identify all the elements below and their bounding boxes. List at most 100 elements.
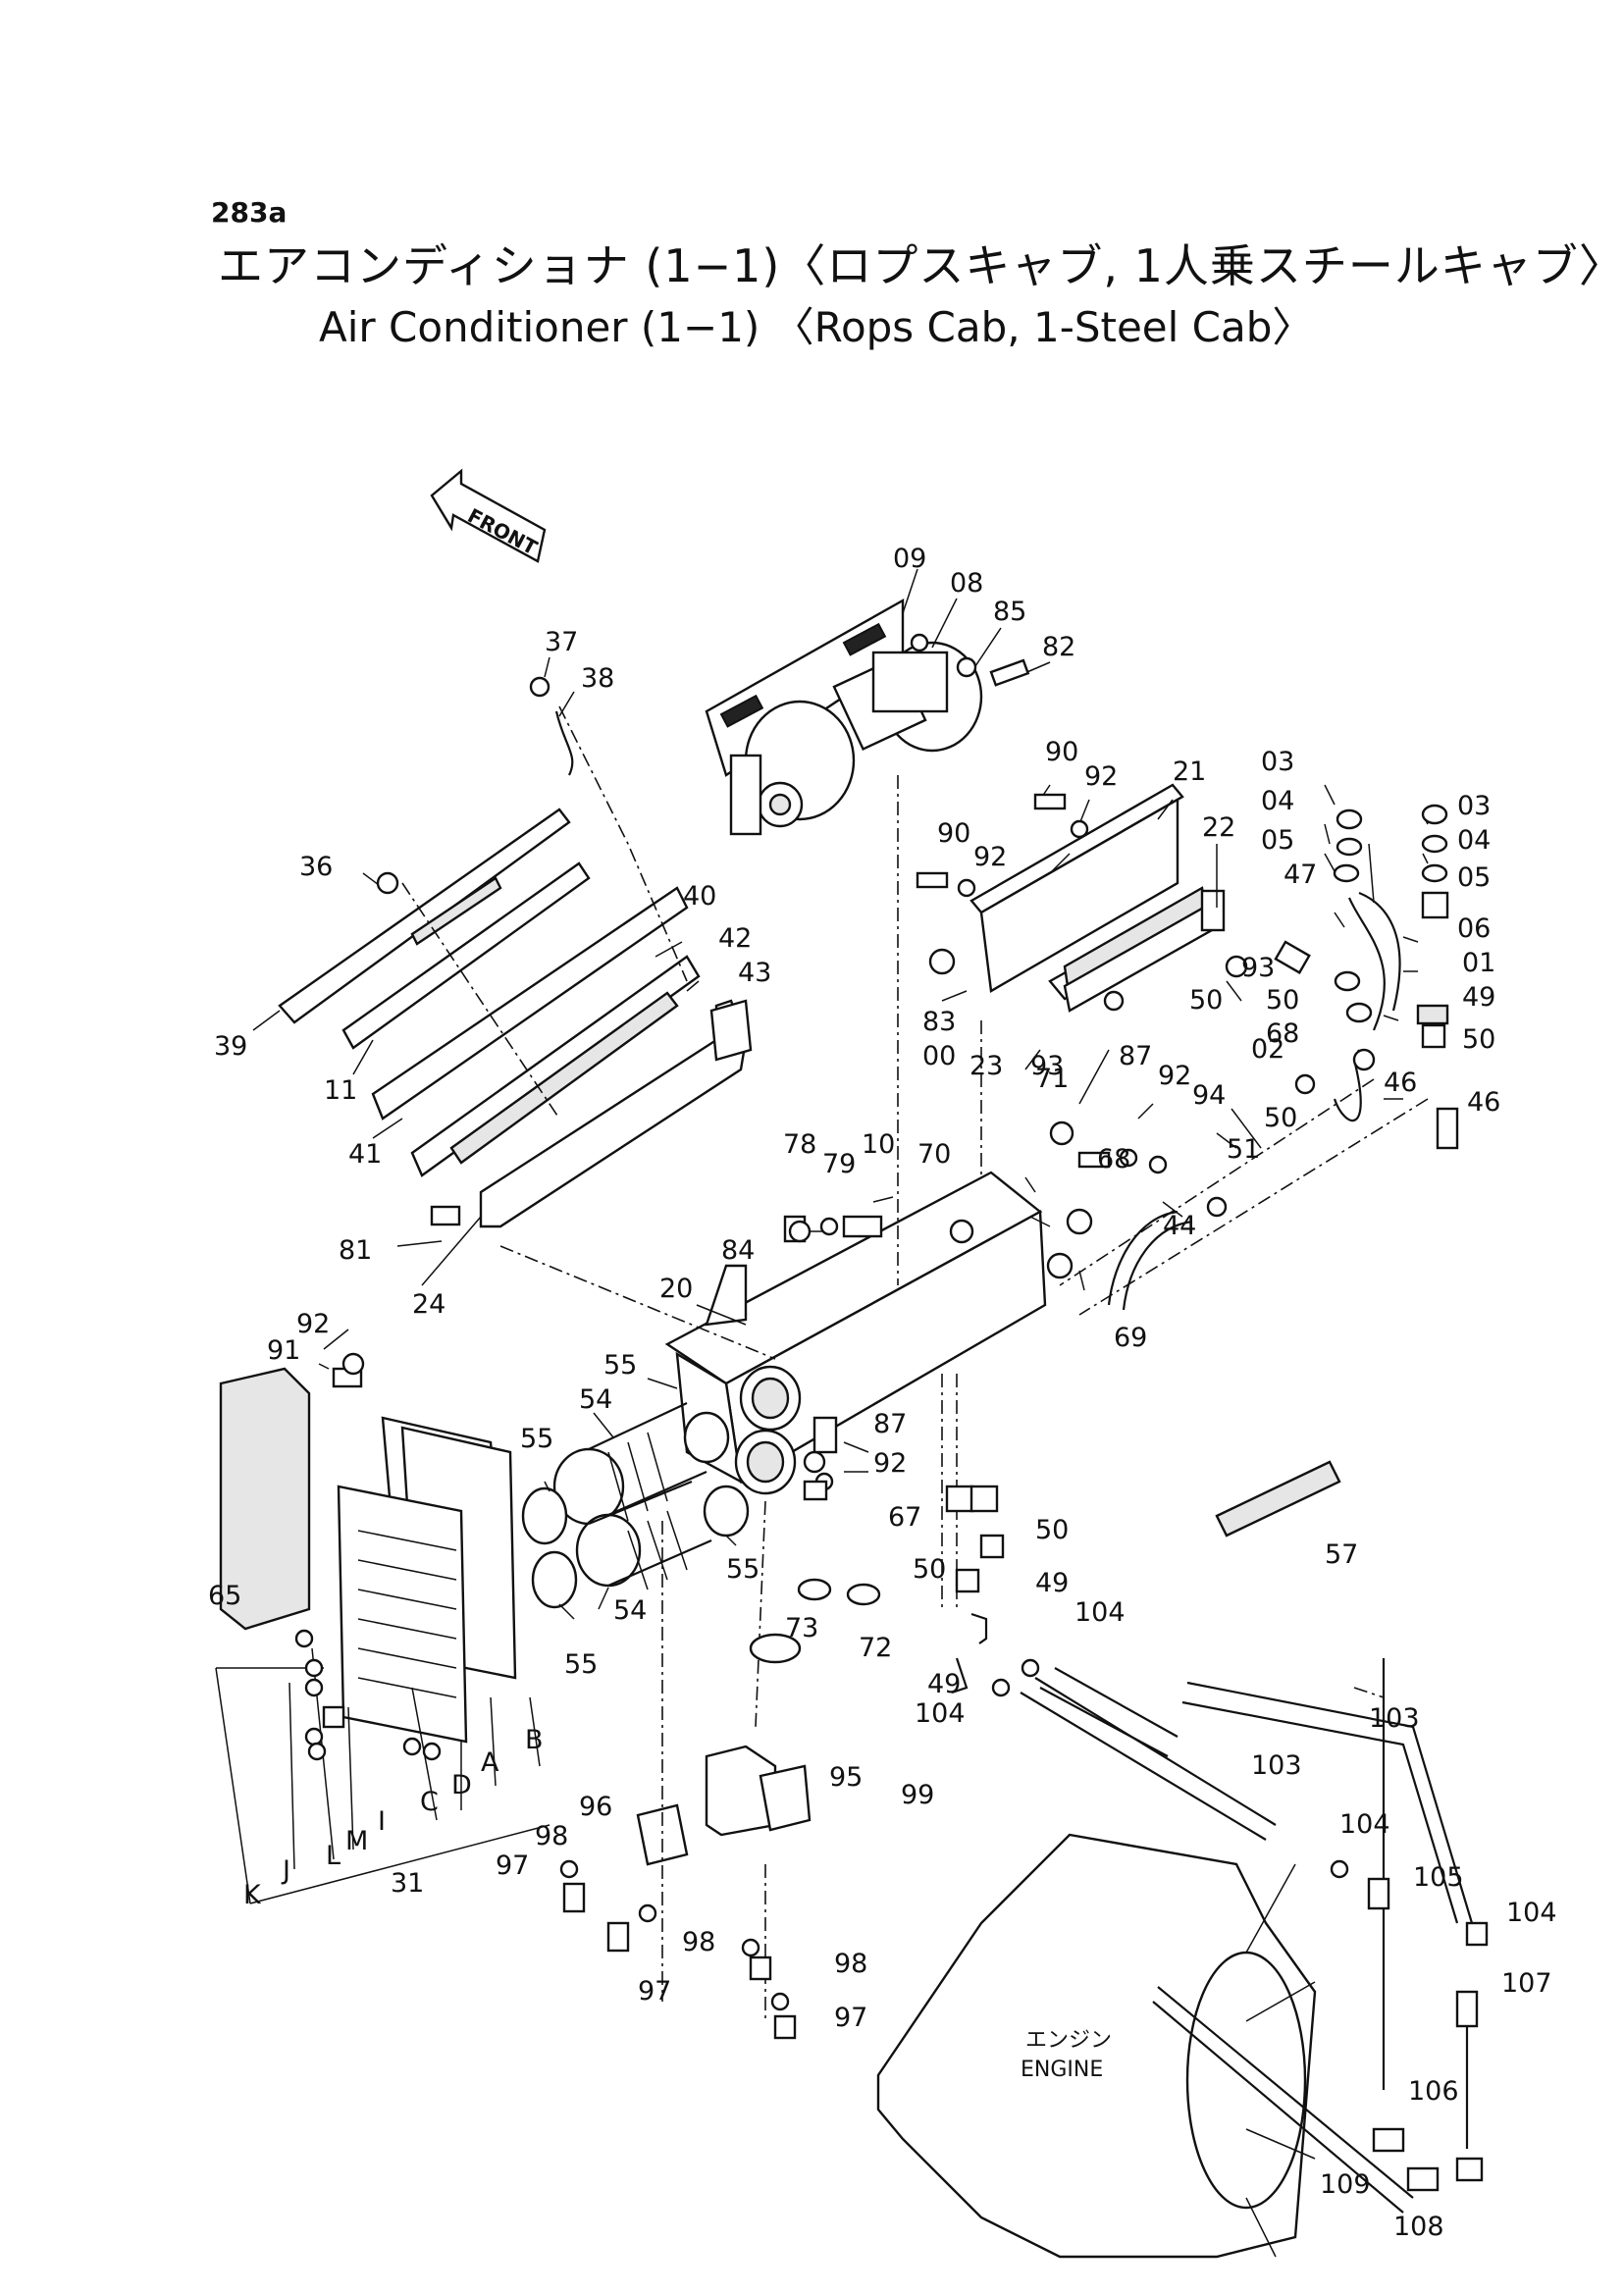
- callout-87b: 87: [873, 1409, 907, 1439]
- callout-104b: 104: [915, 1698, 966, 1729]
- callout-50d: 50: [1264, 1103, 1297, 1133]
- callout-85: 85: [993, 597, 1026, 627]
- callout-69: 69: [1114, 1323, 1147, 1353]
- callout-23: 23: [969, 1051, 1003, 1081]
- callout-97c: 97: [834, 2003, 867, 2033]
- callout-99: 99: [901, 1780, 934, 1810]
- callout-I: I: [378, 1806, 386, 1837]
- callout-11: 11: [324, 1075, 357, 1106]
- callout-49b: 49: [1035, 1568, 1069, 1598]
- callout-43: 43: [738, 958, 771, 988]
- filter-assembly: [219, 1367, 517, 1744]
- duct-plate: [479, 999, 753, 1228]
- callout-67: 67: [888, 1502, 921, 1533]
- callout-D: D: [451, 1770, 472, 1800]
- callout-95: 95: [829, 1762, 863, 1793]
- callout-109: 109: [1320, 2169, 1371, 2200]
- callout-83: 83: [922, 1007, 956, 1037]
- callout-L: L: [326, 1841, 341, 1871]
- callout-92b: 92: [973, 842, 1007, 872]
- callout-55b: 55: [520, 1424, 553, 1454]
- callout-57: 57: [1325, 1539, 1358, 1570]
- callout-92a: 92: [1084, 761, 1118, 792]
- callout-51: 51: [1227, 1134, 1260, 1165]
- callout-79: 79: [822, 1149, 856, 1179]
- callout-104d: 104: [1506, 1898, 1557, 1928]
- title-japanese: エアコンディショナ (1−1)〈ロプスキャブ, 1人乗スチールキャブ〉: [218, 239, 1624, 292]
- callout-92e: 92: [873, 1448, 907, 1479]
- callout-10: 10: [862, 1129, 895, 1160]
- callout-92d: 92: [296, 1309, 330, 1339]
- callout-106: 106: [1408, 2076, 1459, 2107]
- callout-90a: 90: [1045, 737, 1078, 767]
- callout-B: B: [525, 1725, 544, 1755]
- mount-bracket: [636, 1745, 812, 1866]
- callout-A: A: [481, 1747, 499, 1778]
- callout-93b: 93: [1030, 1051, 1064, 1081]
- callout-03b: 03: [1457, 791, 1491, 821]
- page-code: 283a: [211, 196, 288, 229]
- callout-65: 65: [208, 1581, 241, 1611]
- callout-50a: 50: [1462, 1024, 1495, 1055]
- heater-core: [969, 783, 1226, 1013]
- callout-K: K: [243, 1880, 262, 1910]
- callout-73: 73: [785, 1613, 818, 1643]
- callout-03a: 03: [1261, 747, 1294, 777]
- callout-20: 20: [659, 1274, 693, 1304]
- callout-04b: 04: [1457, 825, 1491, 856]
- callout-97b: 97: [638, 1976, 671, 2007]
- callout-24: 24: [412, 1289, 445, 1320]
- engine-label-jp: エンジン: [1025, 2028, 1112, 2053]
- callout-84: 84: [721, 1235, 755, 1266]
- callout-44: 44: [1163, 1211, 1196, 1241]
- callout-78: 78: [783, 1129, 816, 1160]
- callout-05a: 05: [1261, 825, 1294, 856]
- fasteners: [294, 633, 1489, 2192]
- callout-41: 41: [348, 1139, 382, 1170]
- heater-pipe: [1215, 1460, 1341, 1538]
- callout-00: 00: [922, 1041, 956, 1071]
- callout-105: 105: [1413, 1862, 1464, 1893]
- callout-107: 107: [1501, 1968, 1552, 1999]
- callout-71: 71: [1035, 1064, 1069, 1094]
- callout-104a: 104: [1074, 1597, 1126, 1628]
- callout-46a: 46: [1384, 1068, 1417, 1098]
- engine-outline: エンジン ENGINE: [876, 1833, 1317, 2259]
- callout-68b: 68: [1097, 1144, 1130, 1174]
- callout-82: 82: [1042, 632, 1075, 662]
- callout-M: M: [345, 1826, 368, 1856]
- callout-108: 108: [1393, 2212, 1444, 2242]
- front-arrow: FRONT: [430, 468, 547, 563]
- callout-05b: 05: [1457, 862, 1491, 893]
- engine-label-en: ENGINE: [1021, 2058, 1103, 2082]
- callout-C: C: [420, 1787, 439, 1817]
- callout-103b: 103: [1251, 1750, 1302, 1781]
- callout-68a: 68: [1266, 1018, 1299, 1049]
- callout-42: 42: [718, 923, 752, 954]
- leader-lines: [252, 568, 1429, 1620]
- callout-55a: 55: [603, 1350, 637, 1381]
- callout-87a: 87: [1119, 1041, 1152, 1071]
- callout-91: 91: [267, 1335, 300, 1366]
- callout-98a: 98: [535, 1821, 568, 1851]
- callout-96: 96: [579, 1792, 612, 1822]
- title-english: Air Conditioner (1−1) 〈Rops Cab, 1-Steel…: [319, 303, 1314, 351]
- callout-72: 72: [859, 1633, 892, 1663]
- callout-97a: 97: [496, 1851, 529, 1881]
- callout-104c: 104: [1339, 1809, 1390, 1840]
- callout-40: 40: [683, 881, 716, 912]
- callout-50b: 50: [1189, 985, 1223, 1016]
- callout-50c: 50: [1266, 985, 1299, 1016]
- callout-92c: 92: [1158, 1061, 1191, 1091]
- callout-70: 70: [917, 1139, 951, 1170]
- callout-22: 22: [1202, 812, 1235, 843]
- callout-49a: 49: [1462, 982, 1495, 1013]
- duct-hoses: [552, 1402, 712, 1590]
- callout-103a: 103: [1369, 1703, 1420, 1734]
- callout-54b: 54: [613, 1595, 647, 1626]
- callout-90b: 90: [937, 818, 970, 849]
- callout-08: 08: [950, 568, 983, 599]
- callout-55c: 55: [726, 1554, 760, 1585]
- louver-panels: [278, 808, 701, 1177]
